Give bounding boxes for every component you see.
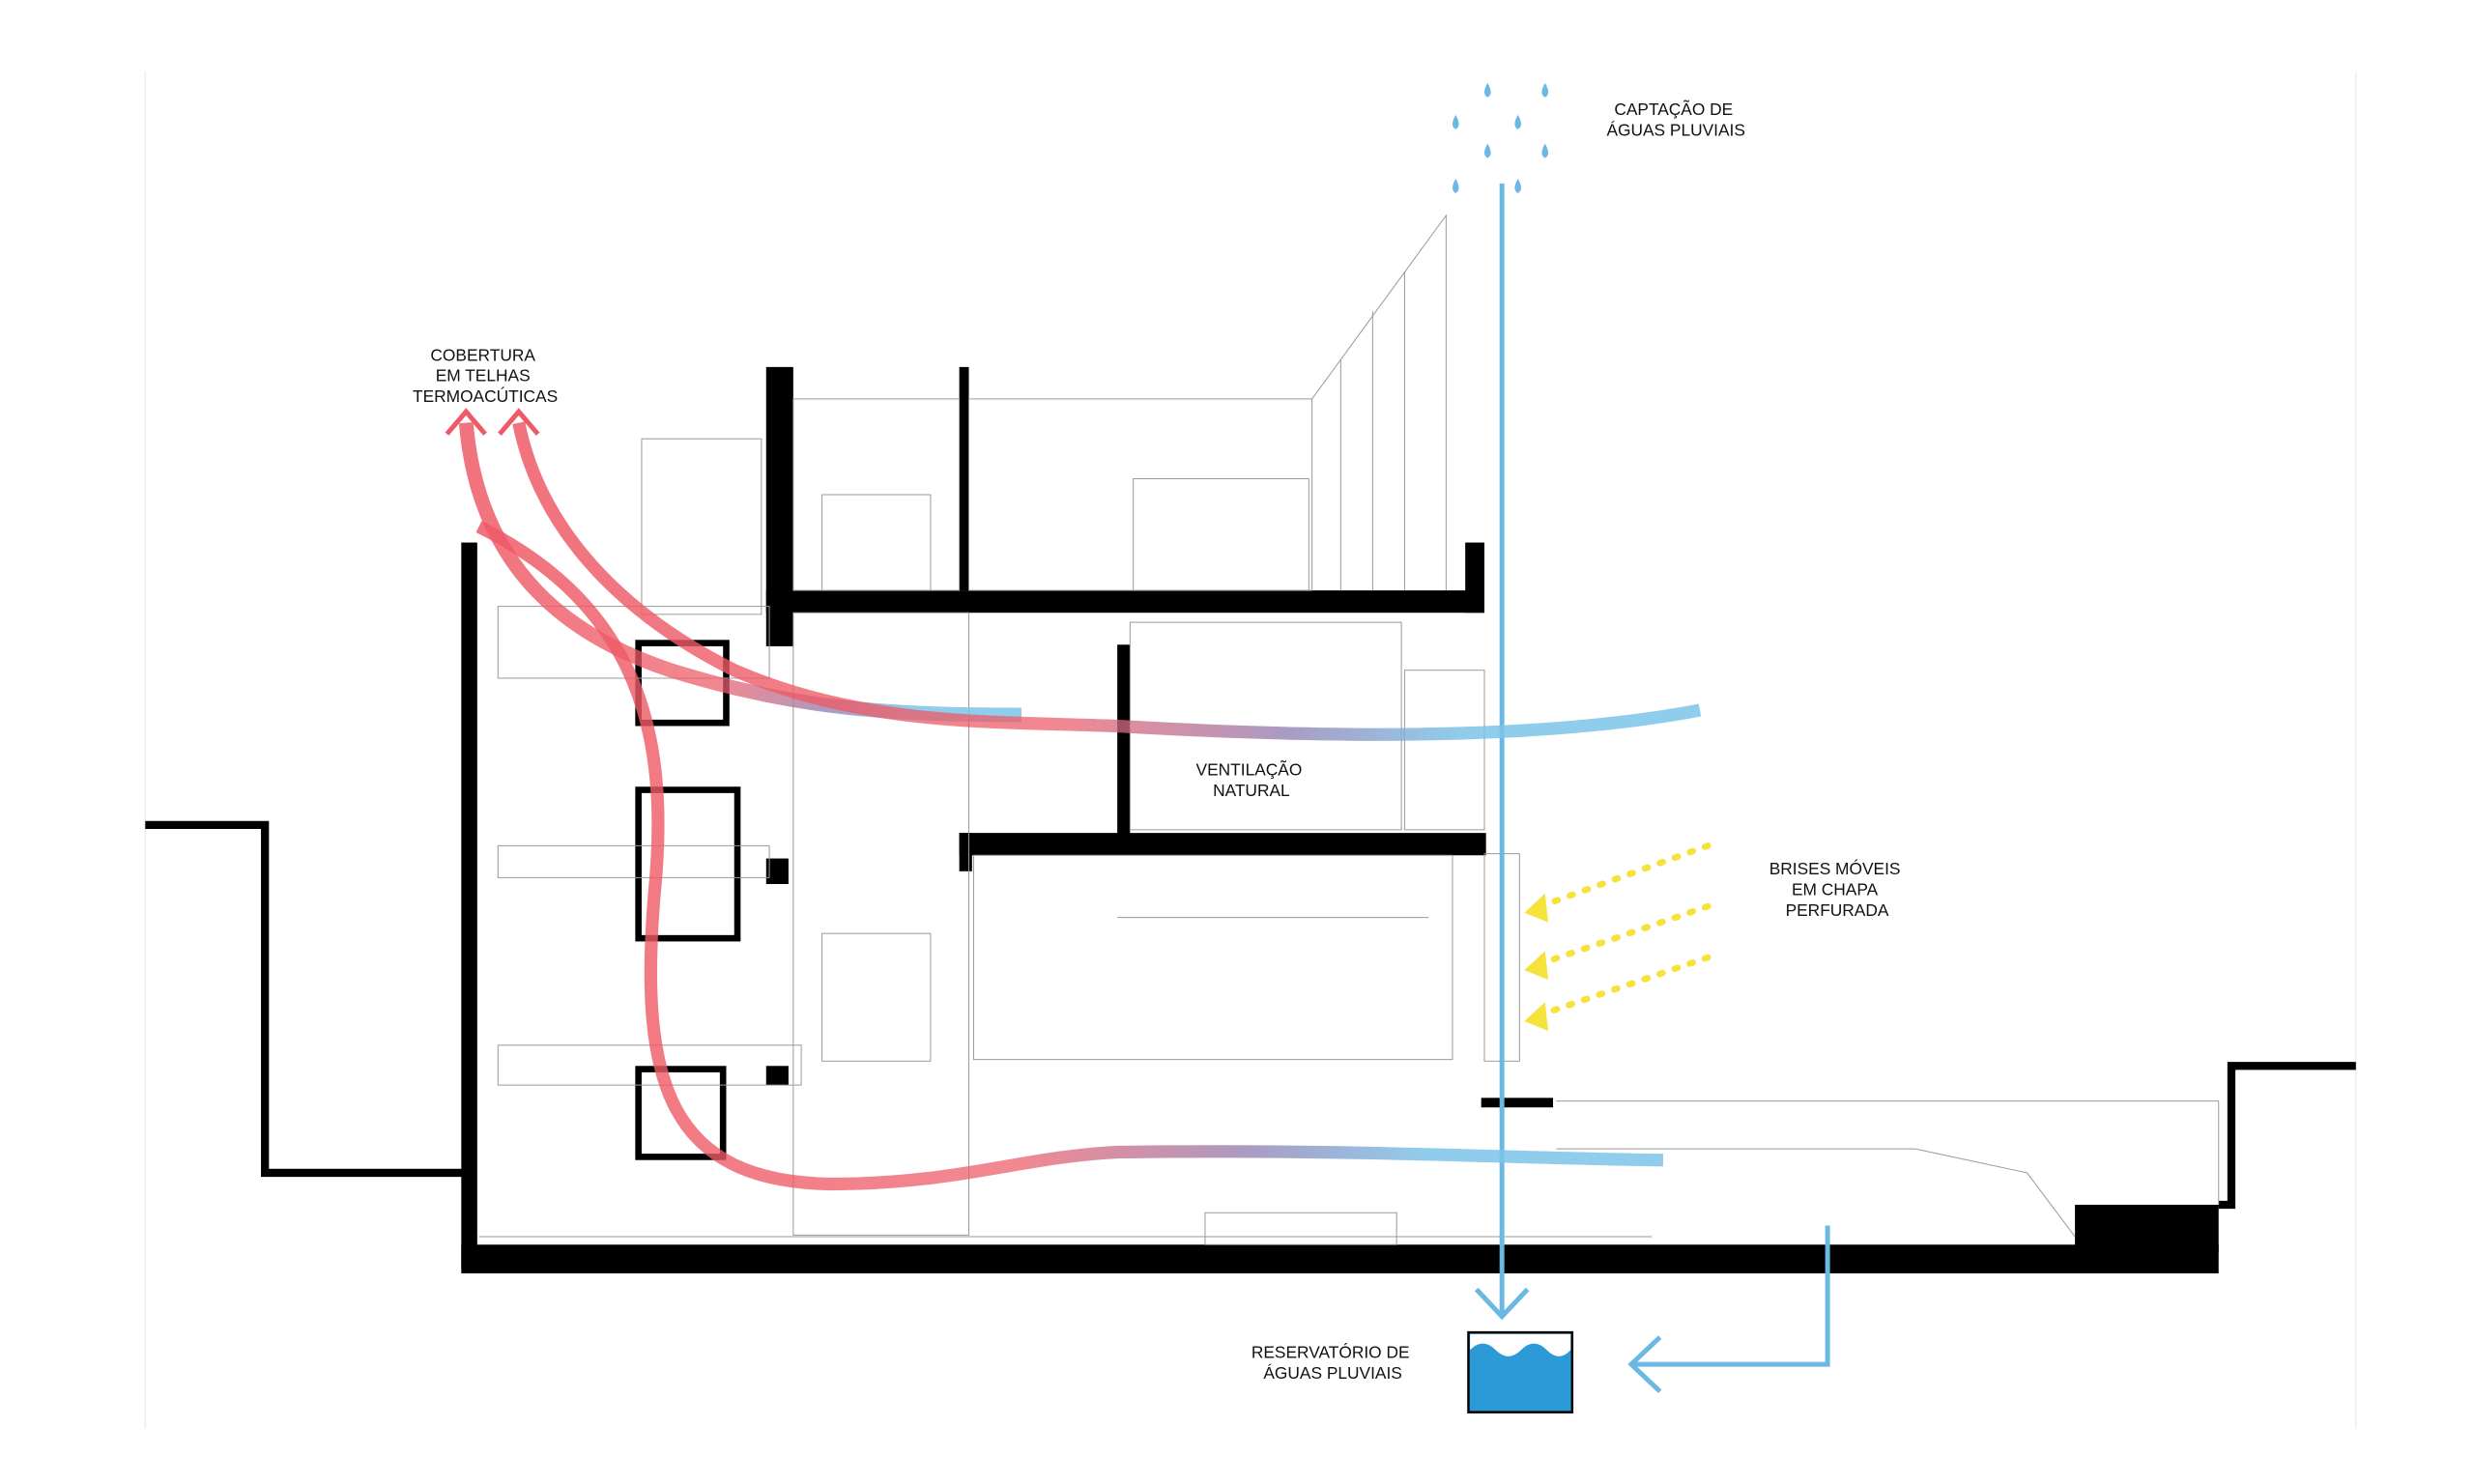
rainwater-pipe-arrow [1474, 183, 1830, 1394]
hot-air-flow-arrows [445, 408, 1702, 1191]
sunlight-arrows [1524, 842, 1712, 1031]
roof-label: COBERTURA EM TELHAS TERMOACÚTICAS [413, 345, 558, 406]
structure [461, 366, 2219, 1273]
reservoir-label: RESERVATÓRIO DE ÁGUAS PLUVIAIS [1251, 1343, 1415, 1383]
terrain-right [2218, 1062, 2356, 1210]
rainwater-capture-label: CAPTAÇÃO DE ÁGUAS PLUVIAIS [1606, 100, 1745, 139]
terrain-left [145, 820, 463, 1178]
brises-label: BRISES MÓVEIS EM CHAPA PERFURADA [1769, 859, 1906, 920]
rain-drops-icon [1452, 82, 1549, 193]
reservoir-icon [1467, 1330, 1574, 1413]
ventilation-label: VENTILAÇÃO NATURAL [1196, 760, 1308, 800]
